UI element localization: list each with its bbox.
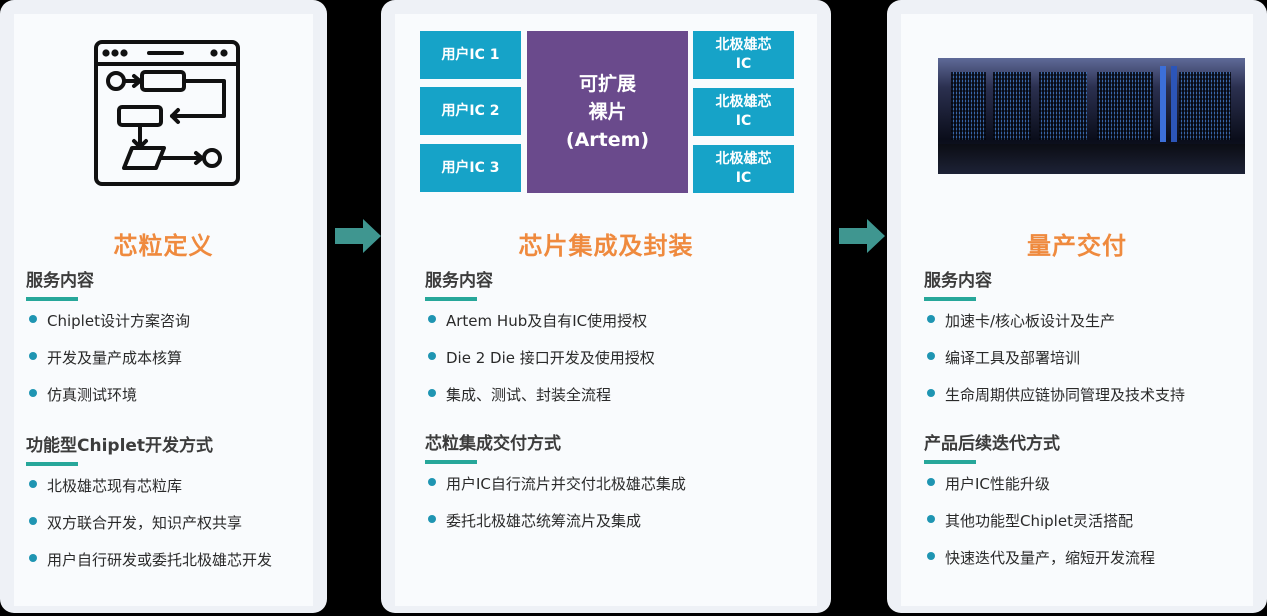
section-underline bbox=[26, 297, 78, 301]
list-item-text: 委托北极雄芯统筹流片及集成 bbox=[446, 512, 642, 530]
user-ic-block: 用户IC 3 bbox=[420, 144, 521, 192]
block-label: 北极雄芯 bbox=[715, 94, 772, 110]
stage-title: 芯片集成及封装 bbox=[518, 232, 694, 260]
section-underline bbox=[924, 297, 976, 301]
section-services: 服务内容 加速卡/核心板设计及生产 编译工具及部署培训 生命周期供应链协同管理及… bbox=[924, 269, 1253, 420]
list-item: 双方联合开发，知识产权共享 bbox=[26, 511, 313, 548]
bullet-icon bbox=[29, 315, 37, 323]
section-heading: 服务内容 bbox=[425, 271, 493, 291]
block-label: IC bbox=[735, 113, 752, 129]
bullet-icon bbox=[29, 554, 37, 562]
list-item: 编译工具及部署培训 bbox=[924, 346, 1253, 383]
list-item-text: 用户IC自行流片并交付北极雄芯集成 bbox=[446, 475, 686, 493]
stage-panel: 芯粒定义 服务内容 Chiplet设计方案咨询 开发及量产成本核算 仿真测试环境… bbox=[14, 14, 313, 606]
list-item: 北极雄芯现有芯粒库 bbox=[26, 474, 313, 511]
section-heading: 服务内容 bbox=[924, 271, 992, 291]
section-underline bbox=[26, 462, 78, 466]
list-item-text: 用户自行研发或委托北极雄芯开发 bbox=[47, 551, 273, 569]
list-item-text: 双方联合开发，知识产权共享 bbox=[47, 514, 243, 532]
user-ic-block: 用户IC 1 bbox=[420, 31, 521, 79]
list-item: Chiplet设计方案咨询 bbox=[26, 309, 313, 346]
user-ic-block: 用户IC 2 bbox=[420, 87, 521, 135]
list-item-text: 其他功能型Chiplet灵活搭配 bbox=[945, 512, 1133, 530]
stage-card-chiplet-definition: 芯粒定义 服务内容 Chiplet设计方案咨询 开发及量产成本核算 仿真测试环境… bbox=[0, 0, 327, 613]
stage-title: 量产交付 bbox=[1027, 232, 1127, 260]
list-item-text: 加速卡/核心板设计及生产 bbox=[945, 312, 1116, 330]
section-heading: 产品后续迭代方式 bbox=[924, 434, 1060, 454]
list-item-text: 北极雄芯现有芯粒库 bbox=[47, 477, 183, 495]
block-label: IC bbox=[735, 56, 752, 72]
block-label: 北极雄芯 bbox=[715, 151, 772, 167]
list-item: 生命周期供应链协同管理及技术支持 bbox=[924, 383, 1253, 420]
list-item: Artem Hub及自有IC使用授权 bbox=[425, 309, 817, 346]
bullet-icon bbox=[927, 515, 935, 523]
section-dev-methods: 功能型Chiplet开发方式 北极雄芯现有芯粒库 双方联合开发，知识产权共享 用… bbox=[26, 434, 313, 585]
bjxx-ic-block: 北极雄芯 IC bbox=[693, 88, 794, 136]
bullet-icon bbox=[428, 478, 436, 486]
bullet-icon bbox=[29, 517, 37, 525]
list-item-text: 快速迭代及量产，缩短开发流程 bbox=[945, 549, 1156, 567]
core-label-line: 裸片 bbox=[588, 101, 627, 123]
list-item: 用户IC自行流片并交付北极雄芯集成 bbox=[425, 472, 817, 509]
bullet-icon bbox=[927, 478, 935, 486]
right-arrow-icon bbox=[839, 219, 885, 253]
list-item: Die 2 Die 接口开发及使用授权 bbox=[425, 346, 817, 383]
list-item: 加速卡/核心板设计及生产 bbox=[924, 309, 1253, 346]
artem-core-block: 可扩展 裸片 (Artem) bbox=[527, 31, 688, 193]
server-rack-photo bbox=[938, 58, 1245, 174]
bullet-icon bbox=[428, 315, 436, 323]
bullet-icon bbox=[428, 515, 436, 523]
list-item-text: 生命周期供应链协同管理及技术支持 bbox=[945, 386, 1186, 404]
block-label: 北极雄芯 bbox=[715, 37, 772, 53]
bjxx-ic-block: 北极雄芯 IC bbox=[693, 31, 794, 79]
bullet-icon bbox=[29, 480, 37, 488]
stage-card-integration-packaging: 用户IC 1 用户IC 2 用户IC 3 可扩展 裸片 (Artem) 北极雄芯… bbox=[381, 0, 831, 613]
section-iteration-methods: 产品后续迭代方式 用户IC性能升级 其他功能型Chiplet灵活搭配 快速迭代及… bbox=[924, 432, 1253, 583]
list-item: 快速迭代及量产，缩短开发流程 bbox=[924, 546, 1253, 583]
section-heading: 功能型Chiplet开发方式 bbox=[26, 436, 214, 456]
section-underline bbox=[425, 460, 477, 464]
list-item: 开发及量产成本核算 bbox=[26, 346, 313, 383]
list-item-text: 开发及量产成本核算 bbox=[47, 349, 183, 367]
bullet-icon bbox=[927, 315, 935, 323]
bullet-icon bbox=[927, 552, 935, 560]
list-item-text: Die 2 Die 接口开发及使用授权 bbox=[446, 349, 655, 367]
stage-panel: 用户IC 1 用户IC 2 用户IC 3 可扩展 裸片 (Artem) 北极雄芯… bbox=[395, 14, 817, 606]
section-heading: 服务内容 bbox=[26, 271, 94, 291]
section-services: 服务内容 Chiplet设计方案咨询 开发及量产成本核算 仿真测试环境 bbox=[26, 269, 313, 420]
list-item: 用户IC性能升级 bbox=[924, 472, 1253, 509]
list-item-text: 集成、测试、封装全流程 bbox=[446, 386, 612, 404]
bullet-icon bbox=[927, 389, 935, 397]
right-arrow-icon bbox=[335, 219, 381, 253]
section-heading: 芯粒集成交付方式 bbox=[425, 434, 561, 454]
list-item: 用户自行研发或委托北极雄芯开发 bbox=[26, 548, 313, 585]
flowchart-window-icon bbox=[94, 40, 240, 186]
block-label: IC bbox=[735, 170, 752, 186]
list-item-text: 编译工具及部署培训 bbox=[945, 349, 1081, 367]
list-item: 集成、测试、封装全流程 bbox=[425, 383, 817, 420]
bullet-icon bbox=[428, 352, 436, 360]
bullet-icon bbox=[29, 389, 37, 397]
list-item-text: Artem Hub及自有IC使用授权 bbox=[446, 312, 648, 330]
bjxx-ic-block: 北极雄芯 IC bbox=[693, 145, 794, 193]
core-label-line: 可扩展 bbox=[578, 73, 636, 95]
section-underline bbox=[425, 297, 477, 301]
stage-card-mass-production: 量产交付 服务内容 加速卡/核心板设计及生产 编译工具及部署培训 生命周期供应链… bbox=[887, 0, 1267, 613]
section-delivery-methods: 芯粒集成交付方式 用户IC自行流片并交付北极雄芯集成 委托北极雄芯统筹流片及集成 bbox=[425, 432, 817, 546]
core-label-line: (Artem) bbox=[565, 129, 650, 151]
section-underline bbox=[924, 460, 976, 464]
stage-title: 芯粒定义 bbox=[113, 232, 214, 260]
section-services: 服务内容 Artem Hub及自有IC使用授权 Die 2 Die 接口开发及使… bbox=[425, 269, 817, 420]
bullet-icon bbox=[29, 352, 37, 360]
list-item-text: Chiplet设计方案咨询 bbox=[47, 312, 190, 330]
bullet-icon bbox=[927, 352, 935, 360]
stage-panel: 量产交付 服务内容 加速卡/核心板设计及生产 编译工具及部署培训 生命周期供应链… bbox=[901, 14, 1253, 606]
list-item-text: 仿真测试环境 bbox=[47, 386, 138, 404]
list-item: 其他功能型Chiplet灵活搭配 bbox=[924, 509, 1253, 546]
bullet-icon bbox=[428, 389, 436, 397]
list-item: 仿真测试环境 bbox=[26, 383, 313, 420]
list-item-text: 用户IC性能升级 bbox=[945, 475, 1050, 493]
list-item: 委托北极雄芯统筹流片及集成 bbox=[425, 509, 817, 546]
